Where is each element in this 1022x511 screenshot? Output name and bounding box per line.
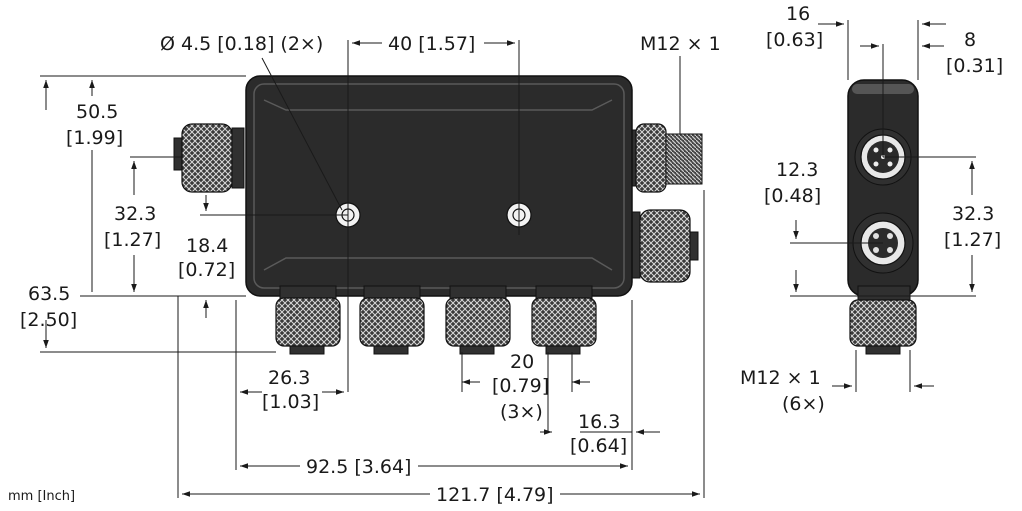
label-63-5-in: [2.50]: [20, 309, 77, 331]
label-side-32-3-in: [1.27]: [944, 229, 1001, 251]
label-18-4: 18.4: [186, 235, 228, 257]
dimension-labels: Ø 4.5 [0.18] (2×) 40 [1.57] M12 × 1 50.5…: [8, 3, 1003, 506]
label-26-3-in: [1.03]: [262, 391, 319, 413]
label-thread-top: M12 × 1: [640, 33, 721, 55]
device-body: [245, 75, 633, 297]
label-side-16-in: [0.63]: [766, 29, 823, 51]
label-26-3: 26.3: [268, 367, 310, 389]
label-20-qty: (3×): [500, 401, 543, 423]
label-hole-spacing: 40 [1.57]: [388, 33, 475, 55]
label-32-3-left: 32.3: [114, 203, 156, 225]
left-connector: [173, 123, 245, 193]
label-thread-bottom: M12 × 1: [740, 367, 821, 389]
label-hole-diameter: Ø 4.5 [0.18] (2×): [160, 33, 323, 55]
label-121-7: 121.7 [4.79]: [436, 484, 554, 506]
label-92-5: 92.5 [3.64]: [306, 456, 411, 478]
label-50-5-in: [1.99]: [66, 127, 123, 149]
bottom-connectors: [275, 285, 597, 355]
label-32-3-left-in: [1.27]: [104, 229, 161, 251]
label-side-8: 8: [964, 29, 976, 51]
label-20-in: [0.79]: [492, 375, 549, 397]
label-63-5: 63.5: [28, 283, 70, 305]
label-thread-bottom-qty: (6×): [782, 393, 825, 415]
label-side-16: 16: [786, 3, 810, 25]
label-side-12-3-in: [0.48]: [764, 185, 821, 207]
label-side-8-in: [0.31]: [946, 55, 1003, 77]
label-side-12-3: 12.3: [776, 159, 818, 181]
label-18-4-in: [0.72]: [178, 259, 235, 281]
front-view: [40, 40, 705, 498]
label-50-5: 50.5: [76, 101, 118, 123]
label-20: 20: [510, 351, 534, 373]
side-view: [790, 20, 976, 392]
label-side-32-3: 32.3: [952, 203, 994, 225]
label-16-3: 16.3: [578, 411, 620, 433]
units-label: mm [Inch]: [8, 489, 75, 504]
label-16-3-in: [0.64]: [570, 435, 627, 457]
right-male-connector: [623, 123, 703, 193]
right-female-connector: [623, 209, 699, 283]
